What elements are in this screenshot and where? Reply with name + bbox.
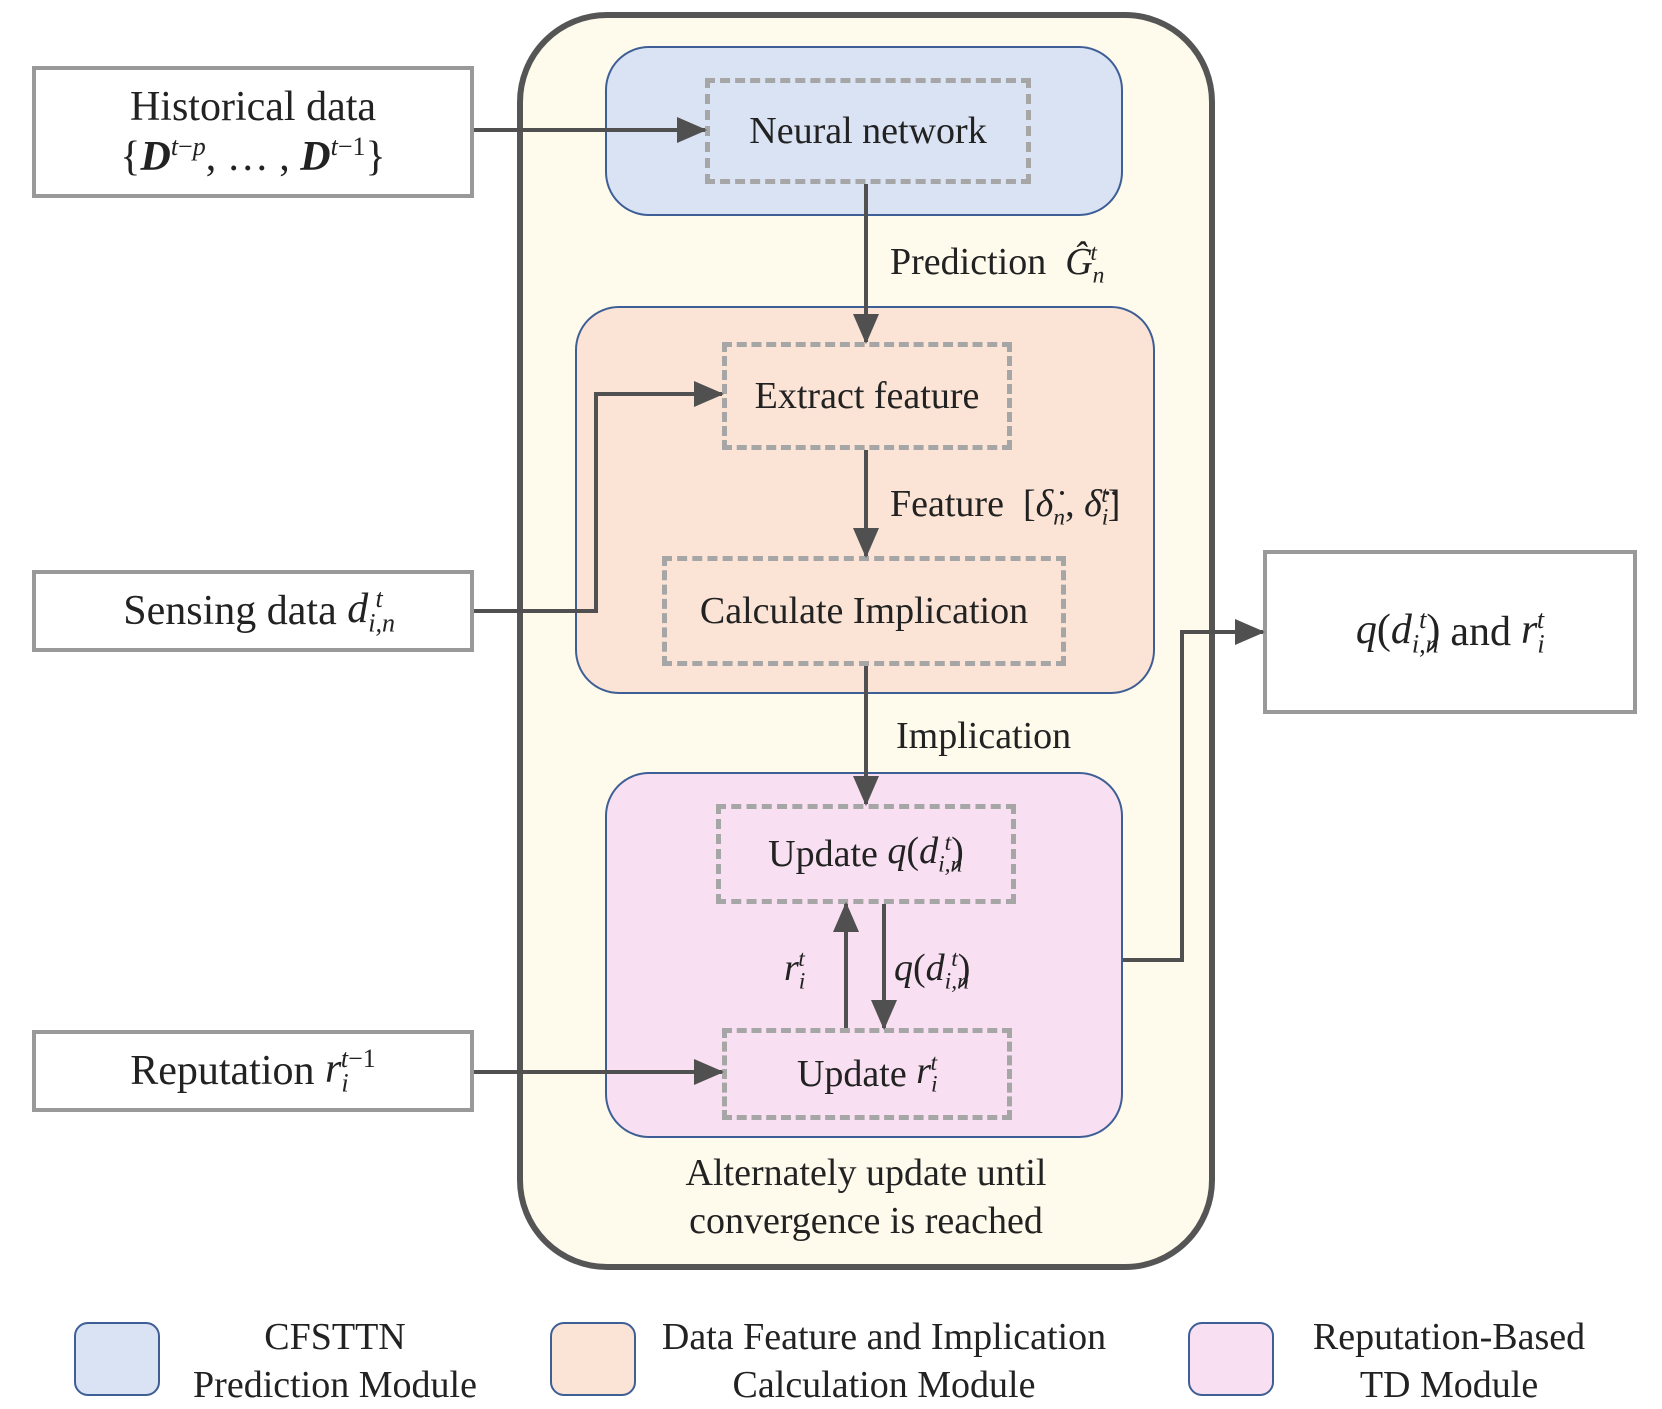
implication-edge-label: Implication — [896, 715, 1072, 757]
r-edge-label: rit — [784, 946, 806, 995]
legend-swatch-blue — [74, 1322, 160, 1396]
prediction-edge-label: Prediction Ĝnt — [890, 240, 1105, 289]
update-q-step: Update q(di,nt) — [716, 804, 1016, 904]
historical-data-math: {Dt−p, … , Dt−1} — [120, 131, 386, 180]
neural-network-step: Neural network — [705, 78, 1031, 184]
legend-item-feature: Data Feature and Implication Calculation… — [661, 1316, 1107, 1406]
sensing-data-label: Sensing data — [123, 587, 337, 634]
sensing-data-math: di,nt — [347, 583, 395, 638]
update-r-step: Update rit — [722, 1028, 1012, 1120]
extract-feature-step: Extract feature — [722, 342, 1012, 450]
historical-data-box: Historical data {Dt−p, … , Dt−1} — [32, 66, 474, 198]
update-r-math: rit — [916, 1049, 938, 1098]
convergence-caption: Alternately update until convergence is … — [685, 1152, 1047, 1242]
output-box: q(di,nt) and rit — [1263, 550, 1637, 714]
historical-data-label: Historical data — [129, 84, 377, 131]
legend-item-reputation: Reputation-Based TD Module — [1312, 1316, 1586, 1406]
extract-feature-label: Extract feature — [754, 375, 980, 417]
output-and: and — [1450, 608, 1512, 655]
output-r-math: rit — [1521, 604, 1545, 659]
feature-edge-label: Feature [δ̇n, δ̈it] — [890, 482, 1121, 531]
legend-item-cfsttn: CFSTTN Prediction Module — [193, 1316, 477, 1406]
calculate-implication-step: Calculate Implication — [662, 556, 1066, 666]
reputation-td-module — [605, 772, 1123, 1138]
q-edge-label: q(di,nt) — [894, 946, 971, 995]
update-q-math: q(di,nt) — [887, 829, 964, 878]
update-r-label: Update — [796, 1053, 907, 1095]
sensing-data-box: Sensing data di,nt — [32, 570, 474, 652]
output-q-math: q(di,nt) — [1355, 604, 1441, 659]
reputation-math: rit−1 — [325, 1043, 376, 1098]
neural-network-label: Neural network — [749, 110, 987, 152]
legend-swatch-orange — [550, 1322, 636, 1396]
sensing-to-extract-arrow — [474, 381, 724, 613]
reputation-box: Reputation rit−1 — [32, 1030, 474, 1112]
module-to-output-arrow — [1123, 619, 1265, 962]
reputation-label: Reputation — [130, 1047, 315, 1094]
legend-swatch-pink — [1188, 1322, 1274, 1396]
update-q-label: Update — [768, 833, 878, 875]
calculate-implication-label: Calculate Implication — [699, 590, 1029, 632]
